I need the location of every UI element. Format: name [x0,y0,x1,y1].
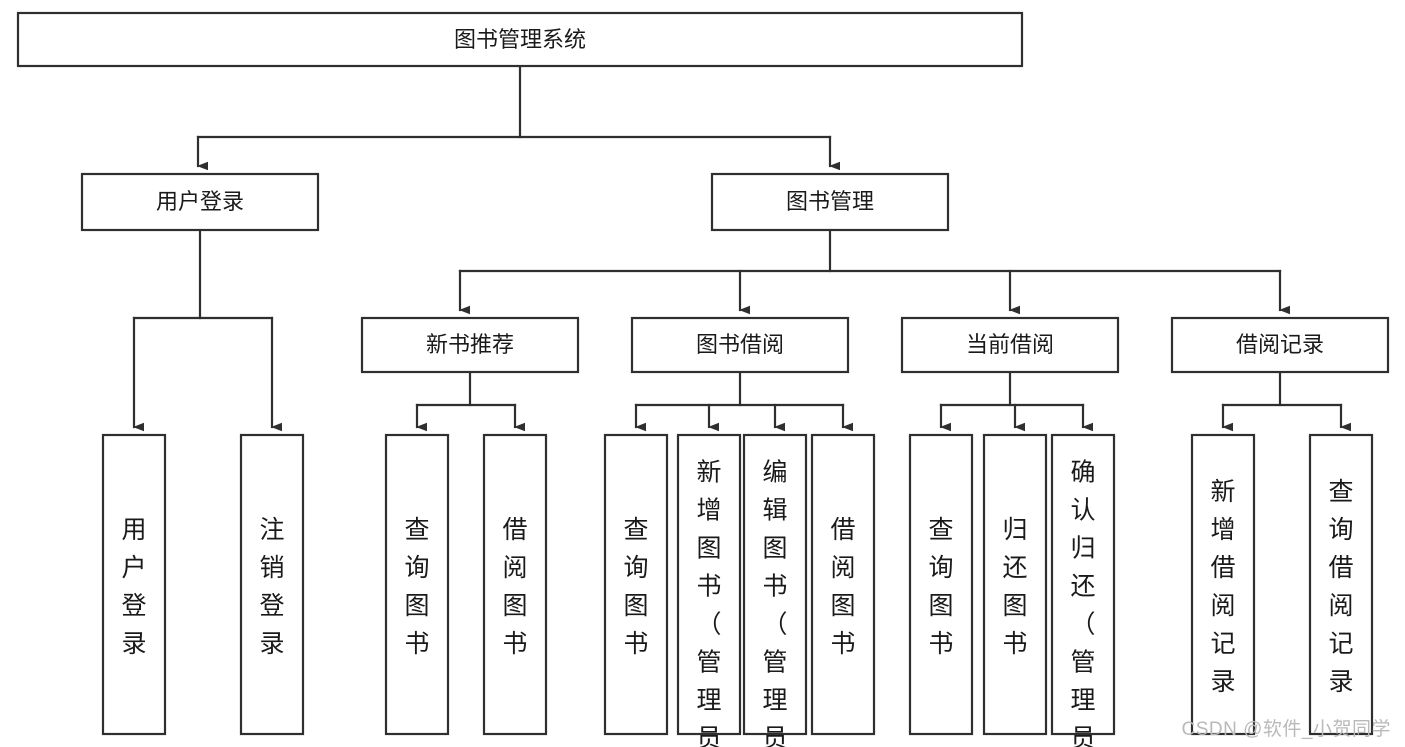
node-leaf-query-book-2-label: 查询图书 [623,516,648,658]
node-current-borrow[interactable]: 当前借阅 [900,316,1120,374]
node-leaf-confirm-return-box[interactable] [1050,433,1116,736]
node-leaf-logout[interactable]: 注销登录 [239,433,305,736]
node-leaf-query-record[interactable]: 查询借阅记录 [1308,433,1374,736]
connector-group-borrow-record [1221,370,1351,432]
node-leaf-add-record-label: 新增借阅记录 [1210,478,1235,696]
connector-group-new-book-recommend [415,370,525,432]
node-user-login-box[interactable] [80,172,320,232]
node-borrow-record[interactable]: 借阅记录 [1170,316,1390,374]
node-leaf-add-record-box[interactable] [1190,433,1256,736]
connector-group-user-login [132,228,282,432]
node-book-borrow-box[interactable] [630,316,850,374]
node-new-book-recommend[interactable]: 新书推荐 [360,316,580,374]
node-leaf-borrow-book-1-label: 借阅图书 [502,516,527,658]
node-leaf-query-book-3-label: 查询图书 [928,516,953,658]
node-leaf-user-login[interactable]: 用户登录 [101,433,167,736]
node-leaf-return-book-box[interactable] [982,433,1048,736]
node-leaf-confirm-return-label: 确认归还（管理员） [1070,459,1095,747]
node-leaf-query-record-box[interactable] [1308,433,1374,736]
node-new-book-recommend-label: 新书推荐 [426,332,514,357]
node-book-manage-label: 图书管理 [786,189,874,214]
node-leaf-add-book-label: 新增图书（管理员） [696,459,721,747]
node-book-borrow[interactable]: 图书借阅 [630,316,850,374]
node-leaf-edit-book[interactable]: 编辑图书（管理员） [742,433,808,747]
node-leaf-query-book-2[interactable]: 查询图书 [603,433,669,736]
node-leaf-return-book[interactable]: 归还图书 [982,433,1048,736]
node-leaf-user-login-label: 用户登录 [121,516,146,658]
connector-group-current-borrow [939,370,1093,432]
node-new-book-recommend-box[interactable] [360,316,580,374]
node-root-label: 图书管理系统 [454,27,586,52]
node-current-borrow-box[interactable] [900,316,1120,374]
node-leaf-user-login-box[interactable] [101,433,167,736]
node-leaf-borrow-book-2-box[interactable] [810,433,876,736]
node-leaf-borrow-book-2[interactable]: 借阅图书 [810,433,876,736]
node-leaf-query-book-1-box[interactable] [384,433,450,736]
node-leaf-edit-book-label: 编辑图书（管理员） [762,459,787,747]
node-user-login-label: 用户登录 [156,189,244,214]
node-leaf-query-book-3-box[interactable] [908,433,974,736]
node-leaf-query-book-2-box[interactable] [603,433,669,736]
node-leaf-query-book-1-label: 查询图书 [404,516,429,658]
node-leaf-add-book-box[interactable] [676,433,742,736]
node-leaf-logout-box[interactable] [239,433,305,736]
node-borrow-record-box[interactable] [1170,316,1390,374]
node-root-box[interactable] [16,11,1024,68]
node-leaf-confirm-return[interactable]: 确认归还（管理员） [1050,433,1116,747]
node-book-manage[interactable]: 图书管理 [710,172,950,232]
connector-group-root [196,64,840,171]
node-current-borrow-label: 当前借阅 [966,332,1054,357]
node-leaf-return-book-label: 归还图书 [1002,516,1027,658]
node-book-borrow-label: 图书借阅 [696,332,784,357]
connector-group-book-manage [458,228,1290,315]
node-user-login[interactable]: 用户登录 [80,172,320,232]
node-leaf-edit-book-box[interactable] [742,433,808,736]
node-leaf-query-book-1[interactable]: 查询图书 [384,433,450,736]
node-book-manage-box[interactable] [710,172,950,232]
node-leaf-borrow-book-2-label: 借阅图书 [830,516,855,658]
node-leaf-add-record[interactable]: 新增借阅记录 [1190,433,1256,736]
node-leaf-add-book[interactable]: 新增图书（管理员） [676,433,742,747]
node-borrow-record-label: 借阅记录 [1236,332,1324,357]
node-leaf-borrow-book-1-box[interactable] [482,433,548,736]
node-leaf-query-book-3[interactable]: 查询图书 [908,433,974,736]
node-root[interactable]: 图书管理系统 [16,11,1024,68]
connector-group-book-borrow [634,370,853,432]
node-leaf-borrow-book-1[interactable]: 借阅图书 [482,433,548,736]
node-leaf-query-record-label: 查询借阅记录 [1328,478,1353,696]
node-leaf-logout-label: 注销登录 [259,516,284,658]
